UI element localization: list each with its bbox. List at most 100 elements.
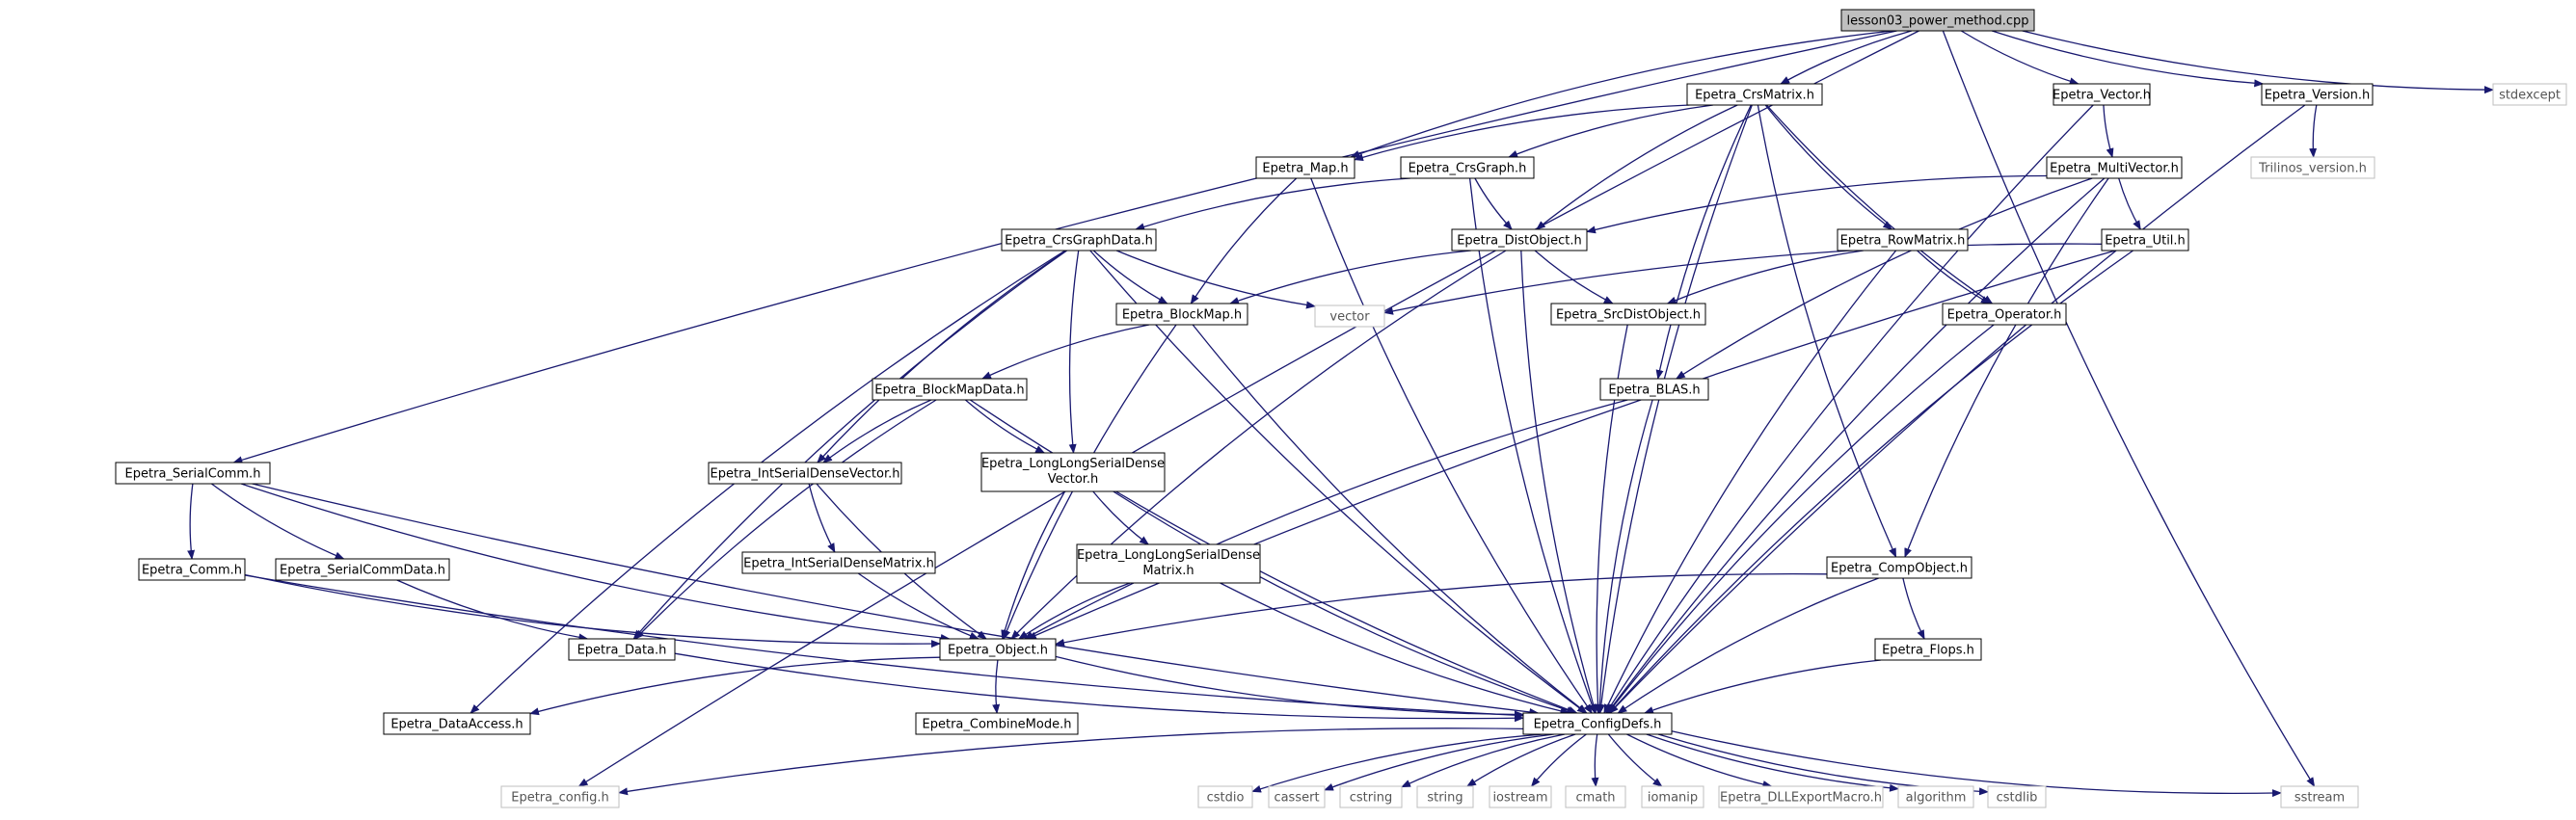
edge-blockmapdata-to-intserialdensevector	[822, 399, 932, 463]
node-box-crsmatrix	[1686, 83, 1823, 106]
edge-root-to-version	[1991, 30, 2265, 88]
node-label-sstream: sstream	[2294, 791, 2345, 806]
node-operator[interactable]: Epetra_Operator.h	[1942, 303, 2067, 326]
node-cassert: cassert	[1268, 785, 1326, 808]
edge-compobject-to-object	[1055, 573, 1828, 647]
node-version[interactable]: Epetra_Version.h	[2261, 83, 2374, 106]
node-label-serialcommdata: Epetra_SerialCommData.h	[280, 564, 445, 578]
node-crsmatrix[interactable]: Epetra_CrsMatrix.h	[1686, 83, 1823, 106]
node-data[interactable]: Epetra_Data.h	[568, 638, 676, 661]
edge-distobject-to-blockmap	[1229, 250, 1472, 304]
node-dllexport: Epetra_DLLExportMacro.h	[1718, 785, 1884, 808]
edge-root-to-sstream	[1942, 30, 2316, 787]
node-serialcommdata[interactable]: Epetra_SerialCommData.h	[275, 558, 450, 581]
edge-serialcomm-to-serialcommdata	[211, 483, 345, 560]
node-config: Epetra_config.h	[500, 785, 620, 808]
node-blas[interactable]: Epetra_BLAS.h	[1599, 378, 1709, 401]
edge-configdefs-to-cstdio	[1251, 733, 1544, 793]
node-label-dllexport: Epetra_DLLExportMacro.h	[1720, 791, 1882, 806]
node-label-cstdio: cstdio	[1207, 791, 1245, 806]
node-label-srcdistobject: Epetra_SrcDistObject.h	[1556, 308, 1701, 323]
node-map[interactable]: Epetra_Map.h	[1255, 156, 1355, 179]
edge-crsgraphdata-to-blockmap	[1092, 250, 1168, 304]
edge-crsmatrix-to-configdefs	[1597, 104, 1753, 714]
edge-root-to-map	[1350, 30, 1892, 158]
node-box-distobject	[1451, 228, 1588, 251]
node-label-crsgraphdata: Epetra_CrsGraphData.h	[1005, 234, 1153, 249]
node-comm[interactable]: Epetra_Comm.h	[138, 558, 246, 581]
node-box-serialcommdata	[275, 558, 450, 581]
edge-blockmap-to-blockmapdata	[981, 324, 1150, 380]
edge-map-to-configdefs	[1310, 177, 1593, 714]
edge-rowmatrix-to-operator	[1917, 250, 1991, 304]
node-box-comm	[138, 558, 246, 581]
node-object[interactable]: Epetra_Object.h	[939, 638, 1057, 661]
edge-crsmatrix-to-rowmatrix	[1764, 104, 1893, 230]
node-label-multivector: Epetra_MultiVector.h	[2050, 162, 2179, 176]
edge-configdefs-to-sstream	[1671, 730, 2282, 798]
node-util[interactable]: Epetra_Util.h	[2101, 228, 2189, 251]
node-string: string	[1416, 785, 1474, 808]
node-root[interactable]: lesson03_power_method.cpp	[1840, 9, 2035, 32]
node-label-config: Epetra_config.h	[511, 791, 609, 806]
edge-blockmapdata-to-longlongserialdensevector	[964, 399, 1046, 454]
node-label-iostream: iostream	[1492, 791, 1547, 806]
node-combinemode[interactable]: Epetra_CombineMode.h	[915, 712, 1079, 735]
edge-crsgraph-to-distobject	[1474, 177, 1513, 230]
node-intserialdensematrix[interactable]: Epetra_IntSerialDenseMatrix.h	[741, 551, 936, 574]
edge-object-to-combinemode	[992, 659, 1001, 714]
node-flops[interactable]: Epetra_Flops.h	[1874, 638, 1982, 661]
edge-srcdistobject-to-configdefs	[1594, 324, 1628, 714]
edge-serialcommdata-to-data	[396, 579, 589, 642]
node-box-trilinos	[2250, 156, 2375, 179]
node-box-dllexport	[1718, 785, 1884, 808]
edge-distobject-to-configdefs	[1520, 250, 1597, 714]
edge-multivector-to-configdefs	[1606, 177, 2106, 714]
edge-multivector-to-distobject	[1586, 174, 2048, 234]
node-box-longlongserialdensevector	[980, 452, 1166, 492]
edge-crsgraphdata-to-vectorstd	[1115, 250, 1316, 309]
node-dataaccess[interactable]: Epetra_DataAccess.h	[383, 712, 531, 735]
node-intserialdensevector[interactable]: Epetra_IntSerialDenseVector.h	[708, 462, 902, 485]
node-box-cassert	[1268, 785, 1326, 808]
node-blockmapdata[interactable]: Epetra_BlockMapData.h	[872, 378, 1028, 401]
nodes-layer: lesson03_power_method.cppEpetra_CrsMatri…	[115, 9, 2567, 808]
node-serialcomm[interactable]: Epetra_SerialComm.h	[115, 462, 271, 485]
edge-intserialdensevector-to-intserialdensematrix	[808, 483, 836, 553]
node-stdexcept: stdexcept	[2492, 83, 2567, 106]
node-label-crsgraph: Epetra_CrsGraph.h	[1409, 162, 1527, 176]
node-srcdistobject[interactable]: Epetra_SrcDistObject.h	[1550, 303, 1706, 326]
node-cstdlib: cstdlib	[1987, 785, 2047, 808]
node-label-blockmapdata: Epetra_BlockMapData.h	[874, 384, 1024, 398]
node-label-util: Epetra_Util.h	[2105, 234, 2186, 249]
node-box-root	[1840, 9, 2035, 32]
node-vector[interactable]: Epetra_Vector.h	[2053, 83, 2151, 106]
node-box-config	[500, 785, 620, 808]
node-distobject[interactable]: Epetra_DistObject.h	[1451, 228, 1588, 251]
node-label-iomanip: iomanip	[1648, 791, 1698, 806]
edge-crsmatrix-to-blas	[1655, 104, 1752, 380]
edge-compobject-to-flops	[1902, 577, 1925, 640]
node-label-stdexcept: stdexcept	[2499, 89, 2561, 103]
edge-root-to-config	[577, 30, 1919, 787]
node-crsgraphdata[interactable]: Epetra_CrsGraphData.h	[1001, 228, 1157, 251]
edge-configdefs-to-iostream	[1530, 733, 1587, 787]
edge-root-to-serialcomm	[232, 30, 1897, 464]
node-crsgraph[interactable]: Epetra_CrsGraph.h	[1400, 156, 1535, 179]
edge-rowmatrix-to-configdefs	[1603, 250, 1897, 714]
node-blockmap[interactable]: Epetra_BlockMap.h	[1115, 303, 1248, 326]
node-label-data: Epetra_Data.h	[577, 644, 667, 658]
edge-crsgraphdata-to-data	[632, 250, 1068, 640]
node-box-dataaccess	[383, 712, 531, 735]
node-configdefs[interactable]: Epetra_ConfigDefs.h	[1522, 712, 1673, 735]
node-compobject[interactable]: Epetra_CompObject.h	[1826, 556, 1972, 579]
edge-longlongserialdensevector-to-configdefs	[1113, 490, 1577, 714]
node-multivector[interactable]: Epetra_MultiVector.h	[2046, 156, 2183, 179]
edge-blas-to-configdefs	[1596, 399, 1653, 714]
node-algorithm: algorithm	[1897, 785, 1974, 808]
node-box-crsgraphdata	[1001, 228, 1157, 251]
node-rowmatrix[interactable]: Epetra_RowMatrix.h	[1837, 228, 1969, 251]
node-label-root: lesson03_power_method.cpp	[1846, 14, 2028, 29]
